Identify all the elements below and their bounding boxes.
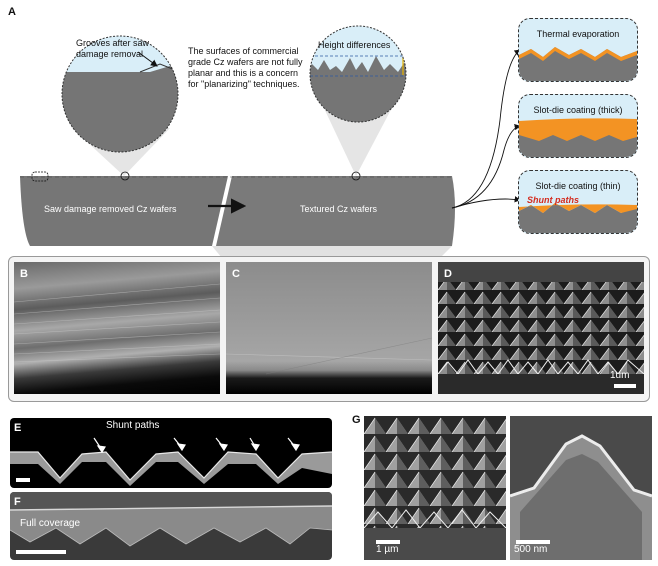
cone-right — [322, 104, 394, 176]
box-slot-die-thick: Slot-die coating (thick) — [518, 94, 638, 158]
wafer-right-label: Textured Cz wafers — [300, 204, 378, 214]
thermal-evaporation-sketch — [519, 47, 637, 81]
panel-e-letter: E — [14, 422, 22, 434]
panel-c-letter: C — [232, 268, 240, 280]
wafer-right — [216, 176, 455, 246]
wafer-left — [20, 176, 228, 246]
wafer-left-label: Saw damage removed Cz wafers — [44, 204, 177, 214]
panel-g-letter: G — [352, 414, 361, 426]
panel-g-right-image: 500 nm — [510, 416, 652, 560]
panel-g-left-scalebar: 1 µm — [376, 544, 399, 555]
panel-d-letter: D — [444, 268, 452, 280]
box-thermal-evaporation: Thermal evaporation — [518, 18, 638, 82]
panel-f-texture — [10, 492, 332, 554]
panel-g-left-image: 1 µm — [364, 416, 506, 560]
box-slot-die-thick-label: Slot-die coating (thick) — [533, 105, 623, 115]
panel-g-left-texture — [364, 416, 506, 560]
panel-b-texture — [14, 283, 220, 363]
bubble-left-label: Grooves after saw damage removal — [76, 38, 150, 59]
bubble-right-label: Height differences — [318, 40, 391, 50]
panel-a-caption: The surfaces of commercial grade Cz wafe… — [188, 46, 303, 89]
panel-b-letter: B — [20, 268, 28, 280]
slot-die-thick-sketch — [519, 118, 637, 157]
panel-c-image: C — [226, 262, 432, 394]
panel-g-right-texture — [510, 416, 652, 560]
shunt-paths-label: Shunt paths — [527, 195, 579, 205]
panel-d-scalebar-label: 1um — [610, 370, 630, 381]
panel-f-letter: F — [14, 496, 21, 508]
box-slot-die-thin: Slot-die coating (thin) Shunt paths — [518, 170, 638, 234]
box-slot-die-thin-label: Slot-die coating (thin) — [535, 181, 621, 191]
panel-b-image: B — [14, 262, 220, 394]
panel-d-image: D 1um — [438, 262, 644, 394]
panel-f-image: F Full coverage — [10, 492, 332, 560]
panel-g-right-scalebar: 500 nm — [514, 544, 548, 555]
slot-die-thin-sketch — [519, 203, 637, 233]
panel-d-texture — [438, 262, 644, 394]
panel-a-diagram — [20, 25, 521, 258]
panel-f-annotation: Full coverage — [20, 518, 81, 529]
panel-e-image: E Shunt paths — [10, 418, 332, 488]
box-thermal-evaporation-label: Thermal evaporation — [536, 29, 620, 39]
panel-e-annotation: Shunt paths — [106, 420, 160, 431]
panel-c-texture — [226, 337, 432, 375]
panel-a-letter: A — [8, 6, 16, 18]
panel-e-texture — [10, 437, 332, 486]
